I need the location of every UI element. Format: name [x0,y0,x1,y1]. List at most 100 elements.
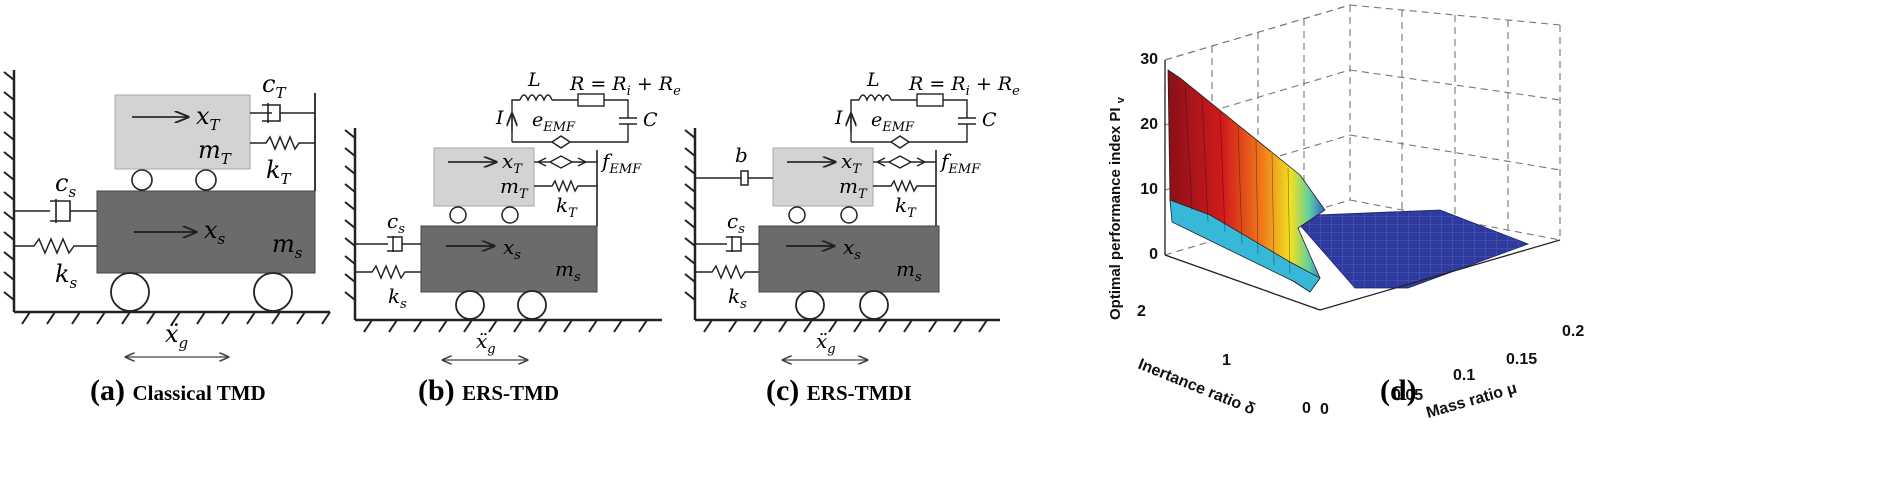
damper-cs-a [14,199,97,223]
capacitor-label-c: C [982,109,997,131]
xt-label-c: x [841,149,852,173]
xs-label-b: x [503,235,514,259]
xt-label-a: x [196,102,210,130]
y-axis-label: Inertance ratio δ [1136,356,1258,418]
mt-label-b: m [500,174,519,198]
caption-letter-b: (b) [418,374,455,407]
svg-text:xT: xT [841,149,862,177]
inductor-label-c: L [866,69,880,91]
svg-text:xs: xs [843,235,861,263]
svg-text:mT: mT [198,136,232,168]
mt-label-c: m [839,174,858,198]
wheel-a2 [253,272,293,312]
ks-label-c: k [728,284,740,308]
svg-text:cs: cs [727,209,745,237]
main-mass-c [758,225,940,293]
spring-kt-a [250,135,315,151]
ct-label-a: c [262,70,275,98]
wall-a [3,70,16,312]
panel-b-ers-tmd: xs ms xT mT fEMF kT cs ks [344,69,681,407]
svg-text:ms: ms [272,230,303,262]
x-tick-02: 0.2 [1562,323,1584,340]
svg-text:ks: ks [728,284,747,312]
svg-text:(c) ERS-TMDI: (c) ERS-TMDI [766,374,912,407]
kt-label-a: k [266,156,281,184]
panel-c-ers-tmdi: xs ms xT mT b fEMF kT cs [684,69,1020,407]
emf-transducer-c [873,155,936,169]
svg-text:ks: ks [55,260,78,292]
wheel-b4 [501,206,519,224]
caption-title-b: ERS-TMD [462,381,559,405]
xs-label-a: x [204,216,218,244]
svg-text:xs: xs [204,216,226,248]
svg-text:cs: cs [387,209,405,237]
xg-label-a: ẍ [165,320,179,348]
caption-letter-c: (c) [766,374,799,407]
svg-text:eEMF: eEMF [871,109,915,135]
wheel-c3 [788,206,806,224]
spring-kt-c [873,179,936,193]
svg-text:cT: cT [262,70,286,102]
kt-label-b: k [556,193,568,217]
svg-text:fEMF: fEMF [939,149,981,177]
svg-text:mT: mT [500,174,529,202]
wheel-b2 [517,290,547,320]
surface-flat-region [1291,209,1530,289]
svg-text:(a) Classical TMD: (a) Classical TMD [90,374,266,407]
ground-b [355,318,662,333]
damper-cs-b [355,236,421,252]
xg-label-c: ẍ [816,329,827,353]
kt-label-c: k [895,193,907,217]
svg-text:kT: kT [266,156,292,188]
z-axis-label: Optimal performance index PI [1107,107,1124,320]
spring-kt-b [534,179,597,193]
svg-text:ẍg: ẍg [165,320,188,352]
wheel-b1 [455,290,485,320]
svg-text:kT: kT [556,193,578,221]
svg-text:xT: xT [196,102,221,134]
y-tick-2: 2 [1137,303,1146,320]
wheel-a4 [195,169,217,191]
x-tick-005: 0.05 [1392,387,1423,404]
emf-transducer-b [534,155,597,169]
caption-letter-a: (a) [90,374,125,407]
main-mass-a [96,190,316,274]
x-tick-0: 0 [1320,401,1329,418]
xt-label-b: x [502,149,513,173]
panel-d-surface-plot: 0 10 20 30 2 1 0 0 0.05 0.1 0.15 0.2 Opt… [1107,4,1584,422]
xs-label-c: x [843,235,854,259]
spring-ks-c [695,264,759,280]
mt-label-a: m [198,136,221,164]
spring-ks-b [355,264,421,280]
damper-cs-c [695,236,759,252]
cs-label-a: c [55,169,68,197]
svg-text:xT: xT [502,149,523,177]
ms-label-b: m [555,257,574,281]
svg-text:R = Ri + Re: R = Ri + Re [908,73,1020,99]
wheel-c4 [840,206,858,224]
capacitor-label-b: C [643,109,658,131]
z-tick-10: 10 [1140,181,1158,198]
z-tick-0: 0 [1149,246,1158,263]
svg-text:R = Ri + Re: R = Ri + Re [569,73,681,99]
wall-c [684,128,697,320]
svg-text:Optimal performance index PI v: Optimal performance index PI v [1107,96,1127,320]
svg-text:mT: mT [839,174,868,202]
ground-c [695,318,1000,333]
cs-label-b: c [387,209,398,233]
y-tick-0: 0 [1302,400,1311,417]
caption-title-a: Classical TMD [132,381,265,405]
current-label-c: I [834,107,843,129]
wheel-a1 [110,272,150,312]
svg-text:kT: kT [895,193,917,221]
wheel-c1 [795,290,825,320]
resistor-label-b: R = R [569,73,627,95]
wheel-c2 [859,290,889,320]
inductor-label-b: L [527,69,541,91]
eemf-label-c: e [871,109,882,131]
ground-a [14,310,331,325]
y-tick-1: 1 [1222,352,1231,369]
svg-text:ẍg: ẍg [816,329,836,357]
z-tick-20: 20 [1140,116,1158,133]
svg-text:ms: ms [896,257,922,285]
